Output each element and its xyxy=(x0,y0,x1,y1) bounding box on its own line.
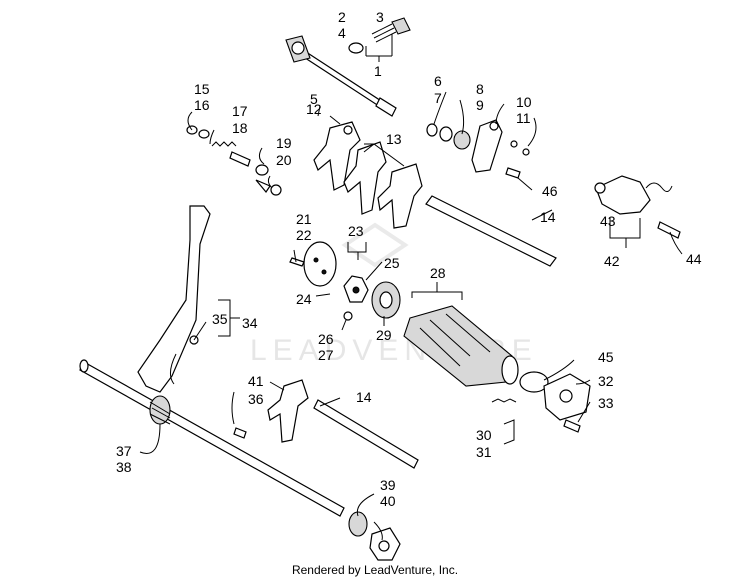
callout-37: 37 xyxy=(116,443,132,459)
bearing-39 xyxy=(348,511,368,537)
callout-36: 36 xyxy=(248,391,264,407)
callout-32: 32 xyxy=(598,373,614,389)
leader-lines xyxy=(139,34,683,541)
callout-27: 27 xyxy=(318,347,334,363)
callout-15: 15 xyxy=(194,81,210,97)
callout-5: 5 xyxy=(310,91,318,107)
callout-4: 4 xyxy=(338,25,346,41)
washer-7 xyxy=(439,126,453,142)
footer-credit: Rendered by LeadVenture, Inc. xyxy=(291,563,459,577)
callout-34: 34 xyxy=(242,315,258,331)
callout-26: 26 xyxy=(318,331,334,347)
callout-35: 35 xyxy=(212,311,228,327)
callout-14-lower: 14 xyxy=(356,389,372,405)
callout-24: 24 xyxy=(296,291,312,307)
shift-bracket xyxy=(594,175,681,239)
callout-labels: 2 3 4 1 5 12 15 16 17 18 19 20 6 7 8 9 1… xyxy=(116,9,702,509)
star-cam xyxy=(343,275,369,303)
callout-22: 22 xyxy=(296,227,312,243)
spring-30 xyxy=(491,398,517,403)
callout-9: 9 xyxy=(476,97,484,113)
callout-1: 1 xyxy=(374,63,382,79)
callout-41: 41 xyxy=(248,373,264,389)
callout-11: 11 xyxy=(516,110,531,126)
washers-springs-left xyxy=(186,125,282,196)
shaft-14-lower xyxy=(313,399,419,469)
seal-6 xyxy=(426,123,438,137)
collar-40 xyxy=(369,527,401,561)
callout-20: 20 xyxy=(276,152,292,168)
cover-32 xyxy=(543,373,591,421)
shaft-14-upper xyxy=(425,195,557,267)
callout-17: 17 xyxy=(232,103,248,119)
callout-7: 7 xyxy=(434,90,442,106)
callout-18: 18 xyxy=(232,120,248,136)
callout-8: 8 xyxy=(476,81,484,97)
callout-30: 30 xyxy=(476,427,492,443)
callout-13: 13 xyxy=(386,131,402,147)
callout-29: 29 xyxy=(376,327,392,343)
callout-42: 42 xyxy=(604,253,620,269)
shift-drum xyxy=(403,305,519,387)
shift-lever xyxy=(137,205,211,393)
bolt-26 xyxy=(343,311,353,321)
callout-33: 33 xyxy=(598,395,614,411)
callout-23: 23 xyxy=(348,223,364,239)
plug-bolt xyxy=(371,17,411,43)
shift-fork-12 xyxy=(313,121,361,191)
shift-fork-13b xyxy=(377,163,423,229)
shift-fork-41 xyxy=(267,379,309,443)
callout-25: 25 xyxy=(384,255,400,271)
callout-10: 10 xyxy=(516,94,532,110)
callout-2: 2 xyxy=(338,9,346,25)
callout-6: 6 xyxy=(434,73,442,89)
shift-arm xyxy=(471,119,503,173)
drum-plate xyxy=(289,241,337,287)
clip-11 xyxy=(522,148,530,156)
shift-shaft-lower xyxy=(79,359,345,517)
callout-44: 44 xyxy=(686,251,702,267)
bolt-46 xyxy=(505,167,521,179)
bolt-33 xyxy=(563,419,581,433)
callout-19: 19 xyxy=(276,135,292,151)
callout-14-upper: 14 xyxy=(540,209,556,225)
callout-38: 38 xyxy=(116,459,132,475)
callout-16: 16 xyxy=(194,97,210,113)
callout-45: 45 xyxy=(598,349,614,365)
callout-39: 39 xyxy=(380,477,396,493)
bolt-36 xyxy=(233,427,247,439)
shift-shaft-upper xyxy=(285,35,397,117)
bearing-8 xyxy=(453,130,471,150)
callout-31: 31 xyxy=(476,444,492,460)
callout-3: 3 xyxy=(376,9,384,25)
callout-28: 28 xyxy=(430,265,446,281)
callout-21: 21 xyxy=(296,211,312,227)
callout-43: 43 xyxy=(600,213,616,229)
callout-12: 12 xyxy=(306,101,322,117)
o-ring xyxy=(348,42,364,54)
callout-46: 46 xyxy=(542,183,558,199)
shift-fork-13a xyxy=(343,141,387,215)
clip-10 xyxy=(510,140,518,148)
o-ring-45 xyxy=(519,371,549,393)
callout-40: 40 xyxy=(380,493,396,509)
